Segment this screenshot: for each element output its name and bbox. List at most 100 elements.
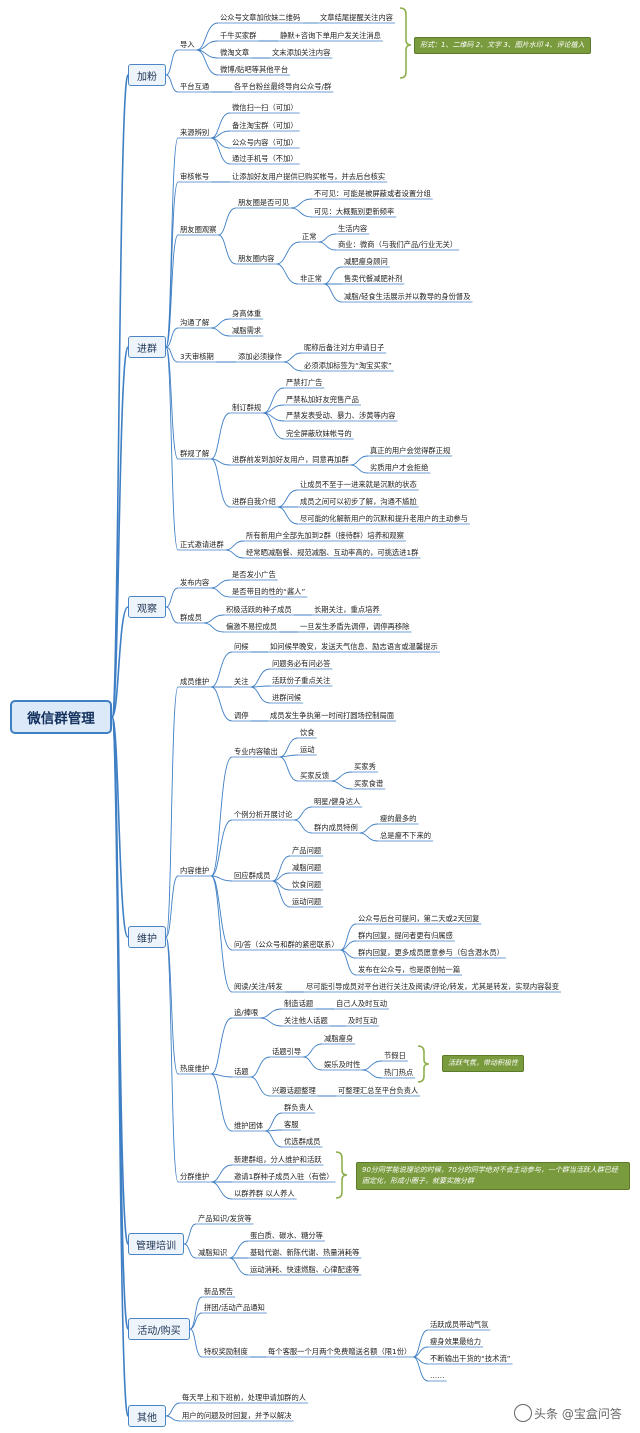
node-wd1[interactable]: 公众号后台可提问，第二天或2天回复 [358, 914, 480, 923]
node-chengyuan[interactable]: 成员维护 [180, 677, 210, 686]
node-tiaoting-detail[interactable]: 成员发生争执第一时间打圆场控制局面 [270, 711, 395, 720]
node-fz1[interactable]: 减肥瘦身顾问 [344, 257, 388, 266]
node-zhengchang[interactable]: 正常 [302, 232, 317, 241]
branch-jiafen[interactable]: 加粉 [128, 64, 166, 86]
node-yugao[interactable]: 新品预告 [204, 1287, 234, 1296]
node-bukejian[interactable]: 不可见：可能是被屏蔽或者设置分组 [314, 189, 431, 198]
node-yinshi[interactable]: 饮食 [300, 728, 315, 737]
node-jiji[interactable]: 积极活跃的种子成员 [226, 605, 292, 614]
node-fz3[interactable]: 减脂/轻食生活展示并以教导的身份督及 [344, 292, 471, 301]
node-gz3[interactable]: 进群问候 [272, 693, 302, 702]
node-redian[interactable]: 热门热点 [384, 1068, 414, 1077]
node-neirongwh[interactable]: 内容维护 [180, 866, 210, 875]
node-gt1[interactable]: 身高体重 [232, 309, 262, 318]
node-tj2[interactable]: 必须添加标签为“淘宝买家” [304, 361, 392, 370]
node-qn1[interactable]: 瘦的最多的 [380, 814, 417, 823]
node-zhuanye[interactable]: 专业内容输出 [234, 747, 278, 756]
node-shenhe-detail[interactable]: 让添加好友用户提供已购买帐号，并去后台核实 [232, 172, 386, 181]
node-hutong[interactable]: 平台互通 [180, 82, 210, 91]
node-fasong[interactable]: 进群前发到加好友用户，同意再加群 [232, 455, 349, 464]
node-zd4[interactable]: 完全屏蔽欣妹帐号的 [286, 429, 352, 438]
node-tq1[interactable]: 活跃成员带动气氛 [430, 1320, 489, 1329]
node-xingqu[interactable]: 兴趣话题整理 [272, 1086, 316, 1095]
node-mingxing[interactable]: 明星/健身达人 [314, 797, 361, 806]
node-tq2[interactable]: 瘦身效果最给力 [430, 1337, 482, 1346]
node-td3[interactable]: 优选群成员 [284, 1137, 321, 1146]
node-zd3[interactable]: 严禁发表受动、暴力、涉黄等内容 [286, 411, 396, 420]
node-yuedu-detail[interactable]: 尽可能引导成员对平台进行关注及阅读/评论/转发，尤其是转发，实现内容裂变 [306, 982, 560, 991]
node-gzh-erweima-detail[interactable]: 文章结尾提醒关注内容 [320, 13, 393, 22]
node-ly4[interactable]: 通过手机号（不加） [232, 154, 298, 163]
node-zhui[interactable]: 追/捧哏 [234, 1008, 259, 1017]
node-wenda[interactable]: 问/答（公众号和群的紧密联系） [234, 940, 339, 949]
node-kejian[interactable]: 朋友圈是否可见 [238, 198, 290, 207]
node-wd3[interactable]: 群内回复，更多成员愿意参与（包含潜水员） [358, 948, 504, 957]
node-fq2[interactable]: 邀请1群种子成员入驻（有偿） [234, 1172, 334, 1181]
node-yindao[interactable]: 话题引导 [272, 1047, 302, 1056]
node-huati[interactable]: 话题 [234, 1067, 249, 1076]
node-jieshao[interactable]: 进群自我介绍 [232, 497, 276, 506]
node-goutong[interactable]: 沟通了解 [180, 318, 210, 327]
node-shenhe[interactable]: 审核帐号 [180, 172, 210, 181]
node-wenhou-detail[interactable]: 如问候早晚安，发送天气信息、励志语言或温馨提示 [270, 642, 438, 651]
node-wd2[interactable]: 群内回复，提问者更有归属感 [358, 931, 453, 940]
node-hg4[interactable]: 运动问题 [292, 897, 322, 906]
node-ly2[interactable]: 备注淘宝群（可加） [232, 121, 298, 130]
node-tequan[interactable]: 特权奖励制度 [204, 1347, 248, 1356]
node-qianniu[interactable]: 千牛买家群 [220, 31, 257, 40]
node-fs2[interactable]: 劣质用户才会拒绝 [370, 463, 429, 472]
node-pianji-detail[interactable]: 一旦发生矛盾先调停，调停再移除 [300, 622, 410, 631]
node-wenhou[interactable]: 问候 [234, 642, 249, 651]
node-zs1[interactable]: 所有新用户全部先加到2群（接待群）培养和观察 [246, 531, 404, 540]
node-redu[interactable]: 热度维护 [180, 1064, 210, 1073]
node-gzh-erweima[interactable]: 公众号文章加欣妹二维码 [220, 13, 301, 22]
node-qunnei[interactable]: 群内成员特例 [314, 823, 358, 832]
node-tequan-detail[interactable]: 每个客服一个月两个免费赠送名额（限1份） [268, 1347, 412, 1356]
node-fz2[interactable]: 售卖代餐减肥补剂 [344, 274, 403, 283]
node-tianjia[interactable]: 添加必须操作 [238, 352, 282, 361]
node-fq1[interactable]: 新建群组，分人维护和活跃 [234, 1155, 322, 1164]
node-hutong-detail[interactable]: 各平台粉丝最终导向公众号/群 [234, 82, 332, 91]
node-zs2[interactable]: 经常晒减脂餐、规范减脂、互动率高的，可挑选进1群 [246, 548, 419, 557]
node-jz1[interactable]: 蛋白质、碳水、糖分等 [250, 1231, 323, 1240]
node-js3[interactable]: 尽可能的化解新用户的沉默和提升老用户的主动参与 [300, 514, 468, 523]
node-wd4[interactable]: 发布在公众号，也是原创帖一篇 [358, 965, 461, 974]
branch-peixun[interactable]: 管理培训 [128, 1233, 184, 1255]
node-tj1[interactable]: 昵称后备注对方申请日子 [304, 343, 385, 352]
node-weibo[interactable]: 微博/贴吧等其他平台 [220, 65, 289, 74]
node-daoru[interactable]: 导入 [180, 40, 195, 49]
node-ly3[interactable]: 公众号内容（可加） [232, 138, 298, 147]
node-td2[interactable]: 客服 [284, 1120, 299, 1129]
node-jianzhi[interactable]: 减脂知识 [198, 1248, 228, 1257]
node-fabu[interactable]: 发布内容 [180, 578, 210, 587]
node-zz1[interactable]: 制造话题 [284, 999, 314, 1008]
node-js1[interactable]: 让成员不至于一进来就是沉默的状态 [300, 480, 417, 489]
node-fb1[interactable]: 是否发小广告 [232, 570, 276, 579]
node-xingqu-detail[interactable]: 可整理汇总至平台负责人 [338, 1086, 419, 1095]
node-hg1[interactable]: 产品问题 [292, 846, 322, 855]
node-js2[interactable]: 成员之间可以初步了解，沟通不尴尬 [300, 497, 417, 506]
node-jiji-detail[interactable]: 长期关注，重点培养 [314, 605, 380, 614]
node-fenqun[interactable]: 分群维护 [180, 1172, 210, 1181]
node-kejian2[interactable]: 可见：大概甄别更新频率 [314, 207, 395, 216]
node-yd2[interactable]: 娱乐及时性 [324, 1060, 361, 1069]
node-td1[interactable]: 群负责人 [284, 1103, 314, 1112]
node-q2[interactable]: 用户的问题及时回复，并予以解决 [182, 1411, 292, 1420]
branch-qita[interactable]: 其他 [128, 1405, 166, 1427]
branch-guancha[interactable]: 观察 [128, 596, 166, 618]
node-yd1[interactable]: 减脂瘦身 [324, 1034, 354, 1043]
node-pyq[interactable]: 朋友圈观察 [180, 225, 217, 234]
node-jieri[interactable]: 节假日 [384, 1051, 406, 1060]
node-tiaoting[interactable]: 调停 [234, 711, 249, 720]
node-neirong[interactable]: 朋友圈内容 [238, 254, 275, 263]
node-chanpin[interactable]: 产品知识/发货等 [198, 1214, 252, 1223]
node-jz2[interactable]: 基础代谢、新陈代谢、热量消耗等 [250, 1248, 360, 1257]
node-yundong[interactable]: 运动 [300, 745, 315, 754]
node-fankui[interactable]: 买家反馈 [300, 771, 330, 780]
branch-huodong[interactable]: 活动/购买 [128, 1318, 190, 1340]
node-tq3[interactable]: 不断输出干货的“技术流” [430, 1354, 511, 1363]
node-qianniu-detail[interactable]: 静默+咨询下单用户发关注消息 [280, 31, 381, 40]
branch-weihu[interactable]: 维护 [128, 926, 166, 948]
node-zd1[interactable]: 严禁打广告 [286, 378, 323, 387]
node-shangye[interactable]: 商业：微商（与我们产品/行业无关） [338, 240, 458, 249]
